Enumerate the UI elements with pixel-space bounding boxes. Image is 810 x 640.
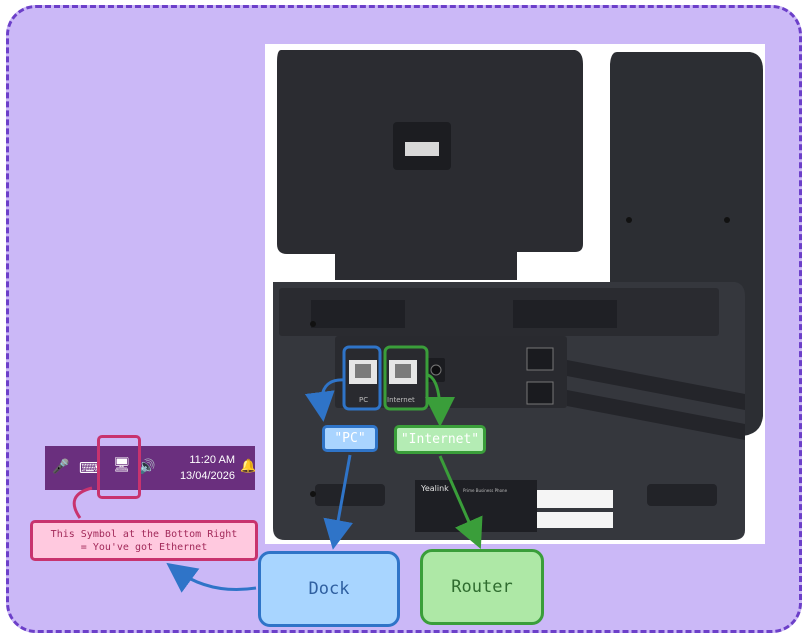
pc-tag: "PC" [322, 425, 378, 452]
windows-taskbar-tray: 🎤 ⌨ 🖥 🔊 11:20 AM 13/04/2026 🔔 [45, 446, 257, 490]
internet-port-highlight [383, 345, 429, 411]
brand-label: Yealink [420, 484, 449, 493]
internet-to-router-arrow [438, 455, 483, 549]
internet-port-arrow [424, 373, 455, 427]
headset-port [526, 381, 554, 405]
port-panel [335, 336, 567, 408]
internet-port-label: Internet [387, 396, 415, 404]
model-label: Prime Business Phone [463, 488, 508, 493]
usb-port [405, 142, 439, 156]
clock-date: 13/04/2026 [179, 470, 235, 482]
desk-phone-rear-illustration: PC Internet Yealink Prime Business Phone [273, 50, 763, 540]
note-to-ethernet-arrow [72, 486, 93, 519]
barcode-sticker-2 [537, 512, 613, 528]
pc-to-dock-arrow [323, 454, 353, 550]
foot-left [315, 484, 385, 506]
ethernet-icon-highlight [97, 435, 141, 499]
pc-port-arrow [304, 378, 346, 422]
pc-port-highlight [342, 345, 382, 411]
cable-channel-left [311, 300, 405, 328]
internet-tag: "Internet" [394, 425, 486, 454]
ethernet-note: This Symbol at the Bottom Right = You've… [30, 520, 258, 561]
keyboard-icon[interactable]: ⌨ [79, 459, 101, 477]
cable-channel-right [513, 300, 617, 328]
foot-right [647, 484, 717, 506]
microphone-icon[interactable]: 🎤 [52, 459, 70, 475]
ethernet-icon[interactable]: 🖥 [113, 457, 131, 473]
router-box: Router [420, 549, 544, 625]
dock-box: Dock [258, 551, 400, 627]
barcode-sticker-1 [537, 490, 613, 508]
clock-time: 11:20 AM [189, 454, 235, 466]
ethernet-note-line1: This Symbol at the Bottom Right [50, 528, 238, 540]
taskbar-clock[interactable]: 11:20 AM 13/04/2026 [167, 452, 235, 484]
notification-bell-icon[interactable]: 🔔 [240, 459, 257, 474]
ethernet-note-line2: = You've got Ethernet [80, 541, 208, 553]
handset-port [526, 347, 554, 371]
dock-to-note-arrow [166, 562, 257, 593]
sound-icon[interactable]: 🔊 [138, 459, 156, 475]
pc-port-label: PC [359, 396, 368, 404]
